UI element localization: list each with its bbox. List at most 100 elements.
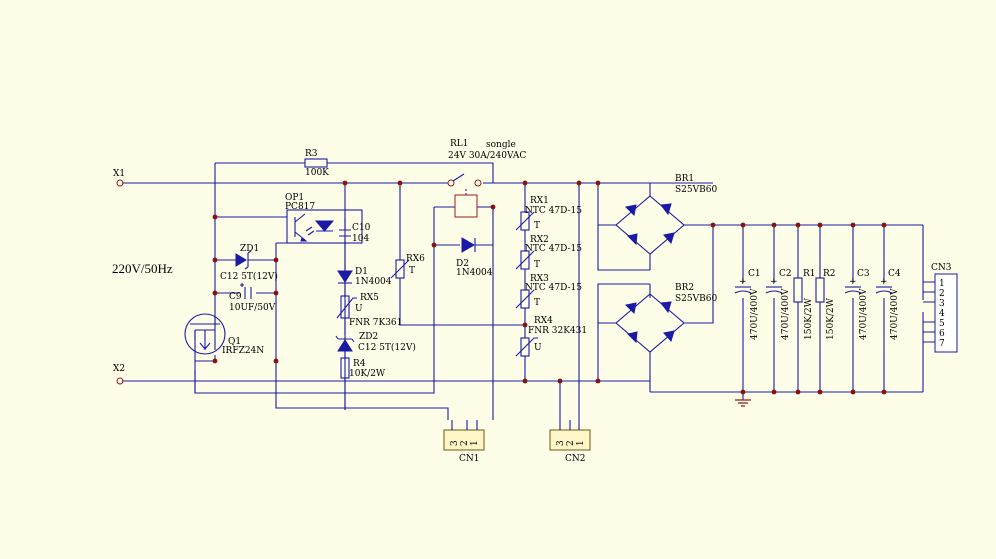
cn1-pin-2: 2 bbox=[460, 440, 470, 446]
zd1-ref: ZD1 bbox=[240, 244, 259, 254]
d2-ref: D2 bbox=[456, 259, 469, 269]
c10-ref: C10 bbox=[352, 223, 371, 233]
diode-d2: D2 1N4004 bbox=[456, 237, 493, 278]
rx1-value: NTC 47D-15 bbox=[525, 206, 582, 216]
ground-symbol bbox=[735, 399, 751, 407]
rx4-value: FNR 32K431 bbox=[528, 326, 587, 336]
rx1-pin: T bbox=[534, 221, 540, 231]
op1-ref: OP1 bbox=[285, 193, 304, 203]
op1-value: PC817 bbox=[285, 202, 315, 212]
zd2-ref: ZD2 bbox=[359, 332, 378, 342]
thermistor-rx6: RX6 T bbox=[390, 254, 425, 279]
cn2-pin-1: 1 bbox=[576, 440, 586, 446]
mosfet-q1: Q1 IRFZ24N bbox=[184, 313, 264, 356]
thermistor-rx3: RX3 NTC 47D-15 T bbox=[515, 274, 582, 309]
rx5-ref: RX5 bbox=[360, 293, 379, 303]
rx6-pin: T bbox=[409, 266, 415, 276]
br1-ref: BR1 bbox=[675, 174, 694, 184]
capacitor-c2: C2 470U/400V + bbox=[765, 269, 792, 340]
br1-value: S25VB60 bbox=[675, 185, 717, 195]
thermistor-rx2: RX2 NTC 47D-15 T bbox=[515, 235, 582, 270]
diode-d1: D1 1N4004 bbox=[337, 267, 392, 287]
capacitor-c10: C10 104 bbox=[339, 223, 371, 244]
wires bbox=[122, 162, 935, 420]
cn2-ref: CN2 bbox=[565, 454, 586, 464]
rx4-pin: U bbox=[534, 343, 542, 353]
junctions bbox=[212, 180, 887, 395]
c4-ref: C4 bbox=[888, 269, 901, 279]
d1-value: 1N4004 bbox=[355, 277, 392, 287]
connector-cn1: 3 2 1 CN1 bbox=[443, 420, 485, 464]
c10-value: 104 bbox=[352, 234, 369, 244]
cn1-pin-1: 1 bbox=[470, 440, 480, 446]
bridge-br1: BR1 S25VB60 bbox=[615, 174, 717, 255]
r3-value: 100K bbox=[305, 168, 329, 178]
cn1-pin-3: 3 bbox=[450, 440, 460, 446]
cn3-ref: CN3 bbox=[931, 263, 952, 273]
resistor-r4: R4 10K/2W bbox=[340, 357, 386, 379]
zd2-value: C12 5T(12V) bbox=[358, 342, 416, 353]
capacitor-c3: C3 470U/400V + bbox=[844, 269, 870, 340]
relay-rl1: RL1 songle 24V 30A/240VAC bbox=[447, 139, 526, 218]
br2-value: S25VB60 bbox=[675, 294, 717, 304]
x2-label: X2 bbox=[113, 364, 125, 374]
thermistor-rx1: RX1 NTC 47D-15 T bbox=[515, 196, 582, 231]
c3-value: 470U/400V bbox=[859, 288, 869, 340]
rx2-ref: RX2 bbox=[530, 235, 549, 245]
c1-ref: C1 bbox=[748, 269, 761, 279]
r2-ref: R2 bbox=[823, 269, 836, 279]
zener-zd1: ZD1 C12 5T(12V) bbox=[220, 244, 278, 282]
capacitor-c9: C9 10UF/50V bbox=[229, 283, 276, 313]
x1-label: X1 bbox=[113, 169, 125, 179]
c4-value: 470U/400V bbox=[890, 288, 900, 340]
capacitor-c1: C1 470U/400V + bbox=[734, 269, 761, 340]
r4-ref: R4 bbox=[353, 359, 366, 369]
cn1-ref: CN1 bbox=[459, 454, 480, 464]
cn2-pin-2: 2 bbox=[566, 440, 576, 446]
r1-ref: R1 bbox=[803, 269, 816, 279]
r3-ref: R3 bbox=[305, 149, 318, 159]
rx4-ref: RX4 bbox=[534, 316, 553, 326]
rl1-brand: songle bbox=[486, 140, 516, 150]
cn3-pin-3: 3 bbox=[939, 299, 945, 309]
br2-ref: BR2 bbox=[675, 283, 694, 293]
rx1-ref: RX1 bbox=[530, 196, 549, 206]
resistor-r2: R2 150K/2W bbox=[815, 269, 836, 340]
r1-value: 150K/2W bbox=[804, 297, 814, 340]
rx5-value: FNR 7K361 bbox=[349, 318, 402, 328]
capacitor-c4: C4 470U/400V + bbox=[875, 269, 901, 340]
r4-value: 10K/2W bbox=[349, 369, 386, 379]
cn3-pin-7: 7 bbox=[939, 339, 945, 349]
svg-text:+: + bbox=[770, 277, 778, 287]
cn3-pin-6: 6 bbox=[939, 329, 945, 339]
c2-value: 470U/400V bbox=[781, 288, 791, 340]
rx6-ref: RX6 bbox=[406, 254, 425, 264]
d2-value: 1N4004 bbox=[456, 268, 493, 278]
cn3-pin-1: 1 bbox=[939, 279, 945, 289]
c3-ref: C3 bbox=[857, 269, 870, 279]
c1-value: 470U/400V bbox=[750, 288, 760, 340]
bridge-br2: BR2 S25VB60 bbox=[615, 283, 717, 353]
connector-cn3: CN3 1 2 3 4 5 6 7 bbox=[931, 263, 958, 353]
c9-value: 10UF/50V bbox=[229, 303, 276, 313]
q1-ref: Q1 bbox=[228, 337, 241, 347]
rx3-ref: RX3 bbox=[530, 274, 549, 284]
d1-ref: D1 bbox=[355, 267, 368, 277]
c2-ref: C2 bbox=[779, 269, 792, 279]
varistor-rx5: RX5 U FNR 7K361 bbox=[336, 293, 402, 328]
resistor-r3: R3 100K bbox=[304, 149, 329, 178]
connector-cn2: 3 2 1 CN2 bbox=[549, 420, 591, 464]
rl1-ref: RL1 bbox=[450, 139, 468, 149]
r2-value: 150K/2W bbox=[826, 297, 836, 340]
terminal-x1: X1 bbox=[113, 169, 125, 187]
cn3-pin-2: 2 bbox=[939, 289, 945, 299]
varistor-rx4: RX4 FNR 32K431 U bbox=[515, 316, 587, 357]
rx3-value: NTC 47D-15 bbox=[525, 283, 582, 293]
rx2-value: NTC 47D-15 bbox=[525, 244, 582, 254]
rx3-pin: T bbox=[534, 298, 540, 308]
resistor-r1: R1 150K/2W bbox=[793, 269, 816, 340]
terminal-x2: X2 bbox=[113, 364, 125, 385]
optocoupler-op1: OP1 PC817 bbox=[285, 193, 363, 244]
